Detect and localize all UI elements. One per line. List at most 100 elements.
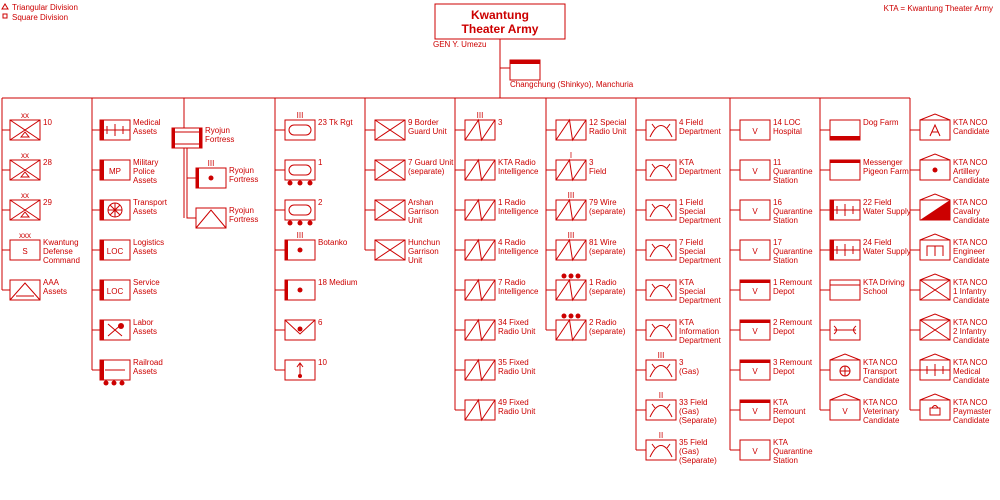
- wheel-icon: [307, 220, 313, 226]
- echelon-mark: III: [658, 351, 665, 360]
- echelon-mark: II: [659, 431, 663, 440]
- unit-label: 1 Field: [679, 198, 703, 207]
- labor-fill: [100, 320, 104, 340]
- unit-label: (separate): [589, 327, 626, 336]
- unit-label: Intelligence: [498, 247, 539, 256]
- unit-label: 1 Infantry: [953, 287, 986, 296]
- unit-label: Department: [679, 296, 722, 305]
- unit-label: Ryojun: [229, 166, 254, 175]
- nco-vet-glyph: V: [842, 407, 848, 416]
- mp-fill: [100, 160, 104, 180]
- unit-label: Field: [589, 167, 606, 176]
- transport-mark: [108, 203, 122, 217]
- echelon-mark: III: [208, 159, 215, 168]
- vet-glyph: V: [752, 447, 758, 456]
- unit-label: Department: [679, 256, 722, 265]
- div-tri-mark: [9, 199, 41, 221]
- unit-label: 9 Border: [408, 118, 439, 127]
- legend-triangular: Triangular Division: [12, 3, 78, 12]
- unit-label: 14 LOC: [773, 118, 801, 127]
- column-services: MedicalAssetsMPMilitaryPoliceAssetsTrans…: [91, 98, 168, 386]
- unit-label: Garrison: [408, 207, 439, 216]
- artillery-dot-icon: [297, 326, 303, 332]
- shovel-icon: [118, 323, 124, 329]
- water-fill: [830, 200, 834, 220]
- unit-label: Logistics: [133, 238, 164, 247]
- chem-mark: [649, 403, 673, 418]
- column-veterinary: V14 LOCHospitalV11QuarantineStationV16Qu…: [729, 98, 813, 465]
- unit-label: 7 Field: [679, 238, 703, 247]
- unit-label: Radio Unit: [498, 367, 536, 376]
- box-S-glyph: S: [22, 247, 27, 256]
- unit-label: Candidate: [863, 416, 900, 425]
- signal-mark: [555, 238, 587, 262]
- unit-label: 1 Radio: [589, 278, 617, 287]
- unit-label: Radio Unit: [589, 127, 627, 136]
- unit-label: KTA NCO: [953, 238, 988, 247]
- unit-label: 4 Radio: [498, 238, 526, 247]
- unit-label: 6: [318, 318, 323, 327]
- unit-label: Water Supply: [863, 207, 911, 216]
- unit-label: Assets: [133, 176, 157, 185]
- echelon-mark: III: [297, 231, 304, 240]
- nco-pay-mark: [919, 393, 951, 401]
- signal-mark: [464, 158, 496, 182]
- unit-label: 2 Remount: [773, 318, 813, 327]
- tank-track-icon: [288, 124, 312, 136]
- unit-label: 2 Infantry: [953, 327, 986, 336]
- div-tri-mark: [19, 211, 31, 218]
- signal-mark: [464, 198, 496, 222]
- nco-transport-mark: [829, 353, 861, 361]
- nco-inf-mark: [919, 273, 951, 301]
- unit-label: Assets: [133, 287, 157, 296]
- artillery-dot-icon: [297, 287, 303, 293]
- unit-node: Dog Farm: [820, 118, 899, 141]
- unit-label: Defense: [43, 247, 73, 256]
- vet-glyph: V: [752, 207, 758, 216]
- loc-glyph: LOC: [107, 287, 124, 296]
- unit-label: KTA: [773, 438, 789, 447]
- unit-label: AAA: [43, 278, 60, 287]
- signal-mark: [464, 398, 496, 422]
- unit-label: KTA Radio: [498, 158, 536, 167]
- chem-mark: [649, 283, 673, 298]
- fortress-fill: [172, 128, 175, 148]
- unit-label: Station: [773, 256, 798, 265]
- unit-label: Depot: [773, 367, 795, 376]
- chem-mark: [649, 123, 673, 138]
- chem-frame: [645, 279, 677, 301]
- vet-bar-glyph: V: [752, 407, 758, 416]
- unit-label: 7 Guard Unit: [408, 158, 454, 167]
- signal-mark: [555, 278, 587, 302]
- unit-label: Artillery: [953, 167, 980, 176]
- sub-connector-line: [186, 148, 196, 179]
- unit-label: Special: [679, 247, 705, 256]
- echelon-dot: [575, 313, 581, 319]
- unit-label: Quarantine: [773, 447, 813, 456]
- water-mark: [830, 244, 860, 256]
- chem-frame: [645, 319, 677, 341]
- legend: Triangular Division Square Division KTA …: [1, 3, 993, 22]
- unit-label: Candidate: [953, 216, 990, 225]
- unit-label: KTA NCO: [863, 358, 898, 367]
- fortress-tri-frame: [195, 207, 227, 229]
- vet-bar-fill: [740, 400, 770, 403]
